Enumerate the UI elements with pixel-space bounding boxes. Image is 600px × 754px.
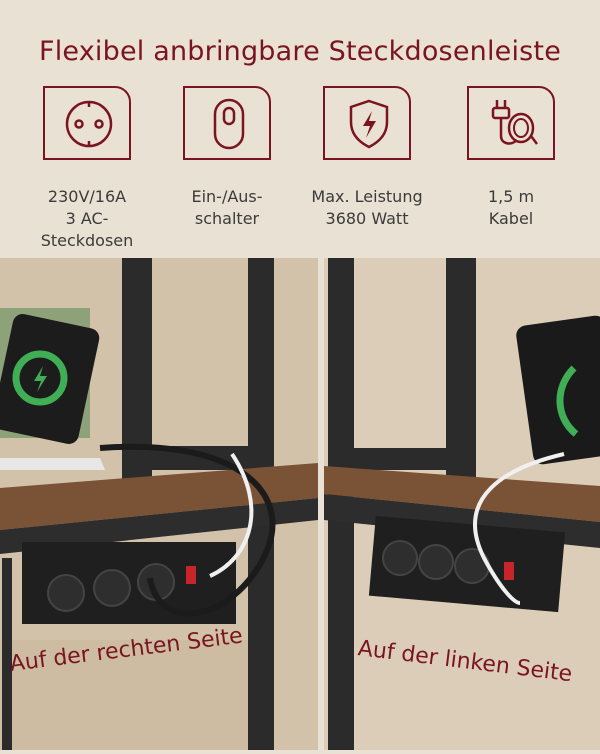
feature-switch: Ein-/Aus- schalter xyxy=(162,86,292,230)
shield-lightning-icon xyxy=(349,99,389,149)
feature-power-line-2: 3680 Watt xyxy=(325,209,409,228)
feature-cable-line-2: Kabel xyxy=(488,209,534,228)
plug-cable-icon xyxy=(491,100,538,145)
feature-power-frame xyxy=(323,86,411,160)
feature-sockets-line-2: 3 AC- xyxy=(65,209,109,228)
feature-cable: 1,5 m Kabel xyxy=(446,86,576,230)
feature-cable-frame xyxy=(467,86,555,160)
feature-sockets: 230V/16A 3 AC- Steckdosen xyxy=(22,86,152,252)
photo-right-side-mount xyxy=(0,258,318,750)
product-photos xyxy=(0,258,600,750)
photo-left-side-mount xyxy=(324,258,600,750)
left-side-mount-illustration xyxy=(324,258,600,750)
page-title: Flexibel anbringbare Steckdosenleiste xyxy=(38,36,562,67)
feature-switch-line-1: Ein-/Aus- xyxy=(191,187,263,206)
feature-switch-frame xyxy=(183,86,271,160)
feature-sockets-frame xyxy=(43,86,131,160)
feature-power-line-1: Max. Leistung xyxy=(311,187,423,206)
power-switch-icon xyxy=(213,98,245,150)
feature-switch-line-2: schalter xyxy=(194,209,260,228)
feature-cable-line-1: 1,5 m xyxy=(487,187,535,206)
right-side-mount-illustration xyxy=(0,258,318,750)
schuko-socket-icon xyxy=(65,100,113,148)
feature-sockets-line-3: Steckdosen xyxy=(40,231,134,250)
feature-sockets-line-1: 230V/16A xyxy=(47,187,127,206)
feature-power: Max. Leistung 3680 Watt xyxy=(302,86,432,230)
